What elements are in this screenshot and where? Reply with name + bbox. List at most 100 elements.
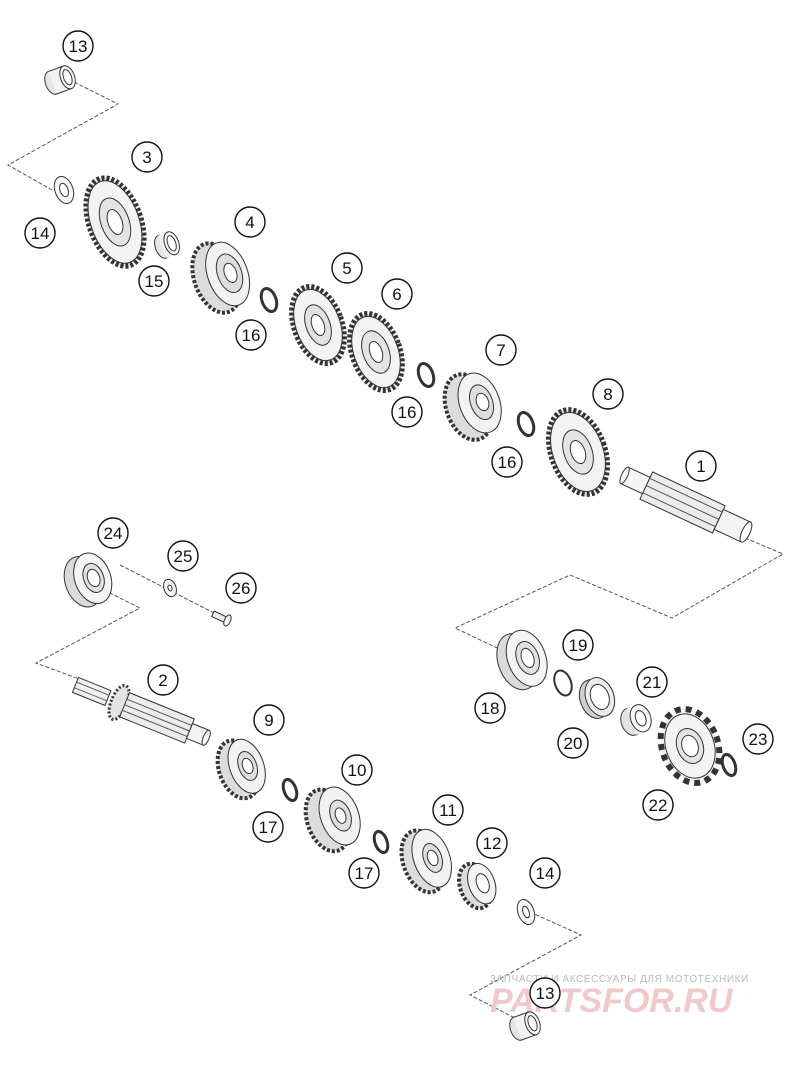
callout-circle [24, 217, 56, 249]
callout-number: 17 [259, 818, 278, 837]
callout-24: 24 [97, 517, 129, 549]
callout-circle [557, 727, 589, 759]
callout-15: 15 [138, 265, 170, 297]
callout-circle [235, 319, 267, 351]
callout-number: 16 [398, 403, 417, 422]
countershaft-2 [71, 676, 211, 746]
callout-number: 11 [439, 801, 457, 820]
callout-number: 15 [145, 272, 164, 291]
callout-number: 21 [643, 673, 662, 692]
callout-circle [331, 252, 363, 284]
sprocket-22 [657, 706, 723, 786]
callout-5: 5 [331, 252, 363, 284]
callout-16: 16 [391, 396, 423, 428]
washer-14-bottom [516, 898, 536, 926]
callout-circle [138, 265, 170, 297]
callout-circle [474, 692, 506, 724]
callout-circle [476, 827, 508, 859]
callout-number: 1 [696, 457, 705, 476]
callout-number: 25 [174, 547, 193, 566]
callout-16: 16 [491, 446, 523, 478]
callout-number: 12 [483, 834, 502, 853]
callout-13: 13 [529, 977, 561, 1009]
gear-10 [303, 786, 361, 854]
bearing-13-top [44, 65, 76, 95]
callout-number: 23 [749, 730, 768, 749]
callout-circle [234, 206, 266, 238]
callout-18: 18 [474, 692, 506, 724]
circlip-17-b [372, 829, 390, 855]
main-shaft-1 [619, 466, 753, 543]
callout-number: 7 [496, 341, 505, 360]
circlip-23 [720, 752, 738, 778]
callout-number: 10 [348, 761, 367, 780]
callout-number: 13 [536, 984, 555, 1003]
callout-2: 2 [147, 664, 179, 696]
circlip-16-b [416, 361, 436, 389]
callout-19: 19 [562, 629, 594, 661]
callout-number: 13 [69, 37, 88, 56]
callout-10: 10 [341, 754, 373, 786]
gear-9 [215, 738, 266, 801]
callout-number: 8 [603, 385, 612, 404]
callout-circle [167, 540, 199, 572]
gear-7 [442, 372, 502, 442]
callout-6: 6 [381, 278, 413, 310]
callout-number: 14 [536, 864, 555, 883]
callout-number: 22 [649, 796, 668, 815]
callout-20: 20 [557, 727, 589, 759]
callout-number: 17 [355, 864, 374, 883]
callout-16: 16 [235, 319, 267, 351]
callout-circle [97, 517, 129, 549]
callout-number: 9 [264, 711, 273, 730]
callout-number: 3 [142, 148, 151, 167]
callout-circle [131, 141, 163, 173]
callout-8: 8 [592, 378, 624, 410]
callout-17: 17 [348, 857, 380, 889]
screw-26 [211, 610, 232, 627]
callout-circle [642, 789, 674, 821]
callout-23: 23 [742, 723, 774, 755]
circlip-16-a [259, 286, 279, 314]
callout-circle [636, 666, 668, 698]
spacer-21 [620, 704, 652, 736]
circlip-17-a [281, 777, 299, 803]
callout-number: 4 [245, 213, 254, 232]
callout-circle [742, 723, 774, 755]
callout-number: 14 [31, 224, 50, 243]
callout-circle [485, 334, 517, 366]
callout-number: 16 [498, 453, 517, 472]
callout-25: 25 [167, 540, 199, 572]
watermark-caption: ЗАПЧАСТИ И АКСЕССУАРЫ ДЛЯ МОТОТЕХНИКИ [490, 974, 749, 985]
callout-circle [381, 278, 413, 310]
o-ring-19 [553, 669, 573, 697]
callout-number: 2 [158, 671, 167, 690]
callout-14: 14 [529, 857, 561, 889]
callout-9: 9 [253, 704, 285, 736]
callout-group: 1314315416561671681242526291710171112141… [24, 30, 774, 1009]
bearing-13-bottom [509, 1011, 541, 1041]
callout-number: 18 [481, 699, 500, 718]
washer-14-top [53, 175, 75, 205]
callout-circle [225, 572, 257, 604]
gear-6 [347, 311, 405, 393]
bearing-18 [496, 629, 548, 691]
callout-circle [432, 794, 464, 826]
leader-line-14-to-13 [468, 911, 583, 1019]
callout-circle [147, 664, 179, 696]
gear-8 [546, 407, 610, 497]
callout-number: 20 [564, 734, 583, 753]
callout-circle [562, 629, 594, 661]
callout-14: 14 [24, 217, 56, 249]
callout-circle [341, 754, 373, 786]
callout-number: 5 [342, 259, 351, 278]
leader-line-13-to-14 [6, 81, 120, 191]
callout-circle [685, 450, 717, 482]
callout-number: 19 [569, 636, 588, 655]
callout-number: 6 [392, 285, 401, 304]
callout-circle [529, 857, 561, 889]
leader-line-1-to-18 [453, 537, 785, 656]
callout-4: 4 [234, 206, 266, 238]
leader-line-24-to-2 [34, 589, 142, 687]
